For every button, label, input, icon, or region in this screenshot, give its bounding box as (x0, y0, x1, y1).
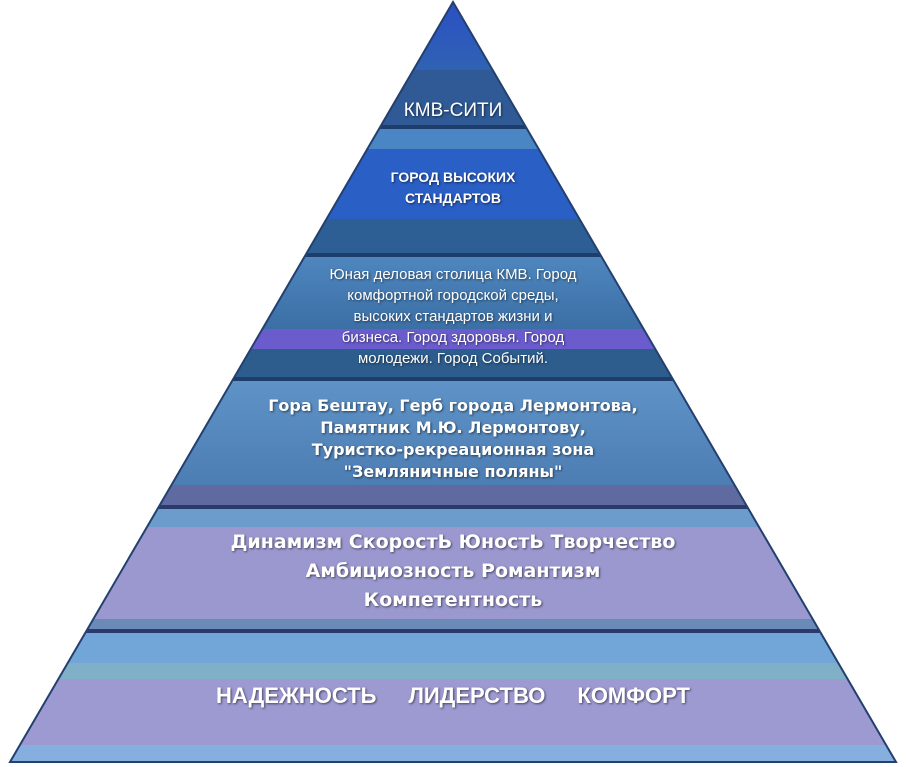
tier-3-separator (10, 377, 896, 381)
tier-6-item: НАДЕЖНОСТЬ (216, 683, 377, 708)
tier-6-lower-band (10, 745, 896, 762)
tier-5-line: Динамизм СкоростЬ ЮностЬ Творчество (230, 530, 676, 553)
tier-3-line: молодежи. Город Событий. (357, 349, 548, 367)
tier-1-label: КМВ-СИТИ (353, 95, 553, 127)
tier-5-band (10, 527, 896, 619)
tier-2-lower-band (10, 219, 896, 255)
tier-6-label: НАДЕЖНОСТЬ ЛИДЕРСТВО КОМФОРТ (90, 676, 816, 716)
tier-1-band (10, 2, 896, 70)
tier-4-line: Туристко-рекреационная зона (311, 440, 595, 459)
tier-3-line: комфортной городской среды, (347, 286, 559, 304)
tier-4-separator (10, 505, 896, 509)
tier-5-line: Компетентность (363, 588, 543, 611)
tier-4-label: Гора Бештау, Герб города Лермонтова, Пам… (200, 394, 706, 484)
tier-5-separator (10, 629, 896, 633)
tier-2-upper-band (10, 129, 896, 149)
tier-3-label: Юная деловая столица КМВ. Город комфортн… (262, 264, 644, 368)
tier-6-item: КОМФОРТ (577, 683, 690, 708)
pyramid-outline (8, 0, 898, 763)
tier-4-lower-band (10, 485, 896, 507)
tier-6-upper-band (10, 633, 896, 663)
tier-5-lower-band (10, 619, 896, 631)
tier-6-item: ЛИДЕРСТВО (408, 683, 546, 708)
tier-5-label: Динамизм СкоростЬ ЮностЬ Творчество Амби… (150, 528, 756, 614)
tier-2-label: ГОРОД ВЫСОКИХ СТАНДАРТОВ (340, 166, 566, 210)
tier-5-upper-band (10, 509, 896, 527)
tier-6-band (10, 679, 896, 745)
tier-6-teal-band (10, 663, 896, 679)
tier-1-separator (10, 125, 896, 129)
tier-2-line: СТАНДАРТОВ (404, 190, 502, 206)
tier-4-line: Памятник М.Ю. Лермонтову, (320, 418, 586, 437)
tier-4-line: "Земляничные поляны" (343, 462, 563, 481)
tier-3-line: высоких стандартов жизни и (353, 307, 553, 325)
tier-3-line: бизнеса. Город здоровья. Город (341, 328, 565, 346)
tier-2-line: ГОРОД ВЫСОКИХ (390, 169, 516, 185)
tier-1-line: КМВ-СИТИ (403, 100, 503, 121)
tier-3-line: Юная деловая столица КМВ. Город (329, 265, 577, 283)
tier-2-separator (10, 253, 896, 257)
tier-5-line: Амбициозность Романтизм (305, 559, 601, 582)
tier-4-line: Гора Бештау, Герб города Лермонтова, (268, 396, 638, 415)
